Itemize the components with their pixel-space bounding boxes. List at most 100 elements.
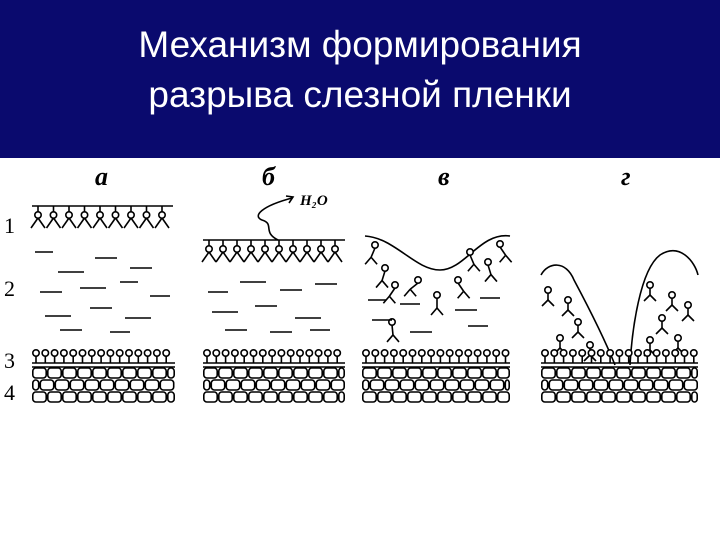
mucin-molecule [671, 348, 680, 357]
epithelial-cell [466, 391, 482, 403]
mucin-molecule [41, 348, 50, 357]
epithelial-cell [210, 379, 226, 391]
mucin-molecule [314, 348, 323, 357]
epithelial-cell [39, 379, 55, 391]
epithelial-cell [399, 379, 415, 391]
mucin-molecule [399, 348, 408, 357]
lipid-dome-right [629, 250, 699, 366]
mucin-molecule [143, 348, 152, 357]
lipid-stem [388, 287, 396, 297]
lipid-tail [45, 217, 55, 229]
lipid-tail [577, 331, 585, 339]
lipid-tail [313, 251, 322, 263]
mucin-molecule [106, 348, 115, 357]
lipid-head [288, 245, 297, 254]
epithelial-cell [369, 379, 385, 391]
epithelial-cell [563, 379, 579, 391]
epithelial-cell [429, 379, 445, 391]
epithelial-cell [391, 391, 407, 403]
epithelial-cell [233, 367, 249, 379]
epithelial-cell [630, 391, 646, 403]
row-number-3: 3 [4, 348, 15, 373]
epithelial-cell [292, 391, 308, 403]
lipid-tail [561, 309, 569, 317]
epithelial-cell [496, 367, 510, 379]
epithelial-cell [615, 391, 631, 403]
lipid-tail [473, 263, 481, 272]
epithelial-cell [570, 391, 586, 403]
mucin-molecule [492, 348, 501, 357]
lipid-tail [567, 309, 575, 317]
lipid-head [233, 245, 242, 254]
lipid-head [111, 211, 120, 220]
lipid-tail [334, 251, 343, 263]
lipid-tail [499, 254, 507, 263]
panel-c-epithelium [361, 366, 510, 403]
title-banner [0, 0, 720, 158]
panel-a-mucin-layer [31, 348, 175, 364]
row-number-2: 2 [4, 276, 15, 301]
lipid-tail [243, 251, 252, 263]
epithelial-cell [444, 379, 460, 391]
row-number-1: 1 [4, 213, 15, 238]
mucin-molecule [652, 348, 661, 357]
mucin-molecule [454, 348, 463, 357]
lipid-tail [505, 254, 513, 263]
epithelial-cell [585, 391, 601, 403]
epithelial-cell [361, 391, 377, 403]
epithelial-cell [92, 391, 108, 403]
epithelial-cell [46, 367, 62, 379]
mucin-molecule [540, 348, 549, 357]
lipid-head [555, 333, 564, 342]
lipid-head [158, 211, 167, 220]
epithelial-cell [114, 379, 130, 391]
epithelial-cell [248, 391, 264, 403]
epithelial-cell [578, 379, 594, 391]
tear-film-diagram: а б в г 1 2 3 4 H₂O [4, 162, 699, 405]
panel-c-mucin-layer [361, 348, 510, 364]
lipid-tail [30, 217, 39, 229]
epithelial-cell [540, 391, 556, 403]
epithelial-cell [615, 367, 631, 379]
lipid-tail [278, 251, 287, 263]
mucin-molecule [606, 348, 615, 357]
epithelial-cell [167, 391, 176, 403]
epithelial-cell [107, 367, 123, 379]
epithelial-cell [406, 391, 422, 403]
lipid-head [80, 211, 89, 220]
water-evaporation-arrow [257, 197, 293, 241]
epithelial-cell [203, 379, 211, 391]
epithelial-cell [638, 379, 654, 391]
lipid-head [673, 333, 682, 342]
mucin-molecule [134, 348, 143, 357]
mucin-molecule [615, 348, 624, 357]
lipid-head [645, 280, 654, 289]
lipid-tail [236, 251, 245, 263]
lipid-head [302, 245, 311, 254]
lipid-tail [292, 251, 301, 263]
epithelial-cell [645, 367, 661, 379]
panel-label-g: г [621, 162, 631, 191]
epithelial-cell [61, 367, 77, 379]
mucin-molecule [680, 348, 689, 357]
panel-d-epithelium [540, 366, 698, 403]
mucin-molecule [286, 348, 295, 357]
lipid-tail [463, 290, 471, 299]
lipid-tail [264, 251, 273, 263]
epithelial-cell [660, 367, 676, 379]
mucin-molecule [464, 348, 473, 357]
epithelial-cell [248, 367, 264, 379]
lipid-tail [386, 334, 394, 343]
lipid-tail [61, 217, 70, 229]
mucin-molecule [643, 348, 652, 357]
mucin-molecule [323, 348, 332, 357]
mucin-molecule [78, 348, 87, 357]
mucin-molecule [596, 348, 605, 357]
epithelial-cell [262, 367, 278, 379]
lipid-dome-left [540, 264, 616, 366]
epithelial-cell [337, 367, 345, 379]
lipid-tail [52, 217, 62, 229]
mucin-molecule [221, 348, 230, 357]
lipid-head [65, 211, 74, 220]
epithelial-cell [361, 367, 377, 379]
